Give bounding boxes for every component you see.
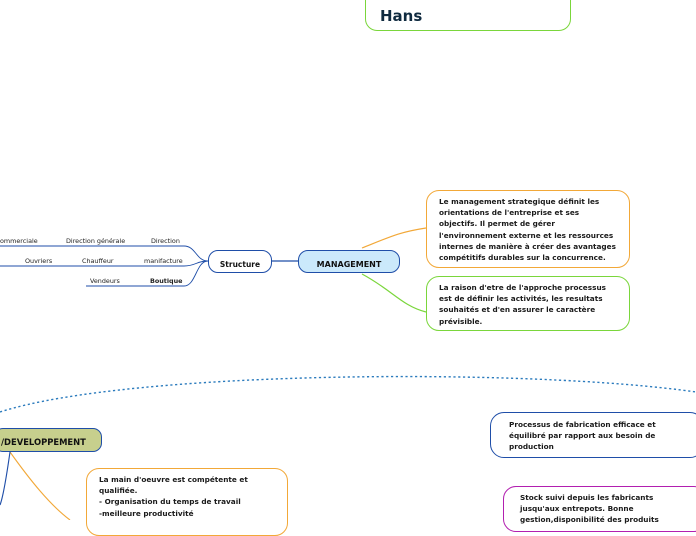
link-management-strategy <box>361 227 427 249</box>
workforce-note[interactable]: La main d'oeuvre est compétente et quali… <box>86 468 288 536</box>
item-vendeurs[interactable]: Vendeurs <box>90 277 120 285</box>
developpement-node[interactable]: /DEVELOPPEMENT <box>0 428 102 452</box>
item-chauffeur[interactable]: Chauffeur <box>82 257 114 265</box>
title-node[interactable]: Hans <box>365 0 571 31</box>
strategy-note[interactable]: Le management strategique définit les or… <box>426 190 630 268</box>
stock-note[interactable]: Stock suivi depuis les fabricants jusqu'… <box>503 486 696 532</box>
connector-lines <box>0 227 696 520</box>
process-note[interactable]: La raison d'etre de l'approche processus… <box>426 276 630 331</box>
link-management-process <box>361 273 427 313</box>
link-dev-workforce <box>9 451 71 520</box>
management-label: MANAGEMENT <box>316 260 382 269</box>
item-direction[interactable]: Direction <box>151 237 180 245</box>
fabrication-note-text: Processus de fabrication efficace et équ… <box>509 420 656 452</box>
item-ouvriers[interactable]: Ouvriers <box>25 257 53 265</box>
dashed-boundary <box>0 375 696 413</box>
stock-note-text: Stock suivi depuis les fabricants jusqu'… <box>520 493 659 525</box>
strategy-note-text: Le management strategique définit les or… <box>439 197 616 263</box>
link-structure-row2 <box>0 260 209 267</box>
management-node[interactable]: MANAGEMENT <box>298 250 400 273</box>
workforce-note-text: La main d'oeuvre est compétente et quali… <box>99 475 248 518</box>
fabrication-note[interactable]: Processus de fabrication efficace et équ… <box>490 412 696 458</box>
link-structure-row1 <box>0 245 209 262</box>
item-direction-generale[interactable]: Direction générale <box>66 237 126 245</box>
process-note-text: La raison d'etre de l'approche processus… <box>439 283 606 326</box>
item-commerciale[interactable]: ommerciale <box>0 237 38 245</box>
item-boutique[interactable]: Boutique <box>150 277 183 285</box>
structure-node[interactable]: Structure <box>208 250 272 273</box>
link-structure-row3 <box>86 260 209 287</box>
developpement-label: /DEVELOPPEMENT <box>1 437 86 447</box>
structure-label: Structure <box>219 260 261 269</box>
item-manifacture[interactable]: manifacture <box>144 257 183 265</box>
title-node-label: Hans <box>380 7 423 25</box>
link-dev-down <box>0 451 11 506</box>
